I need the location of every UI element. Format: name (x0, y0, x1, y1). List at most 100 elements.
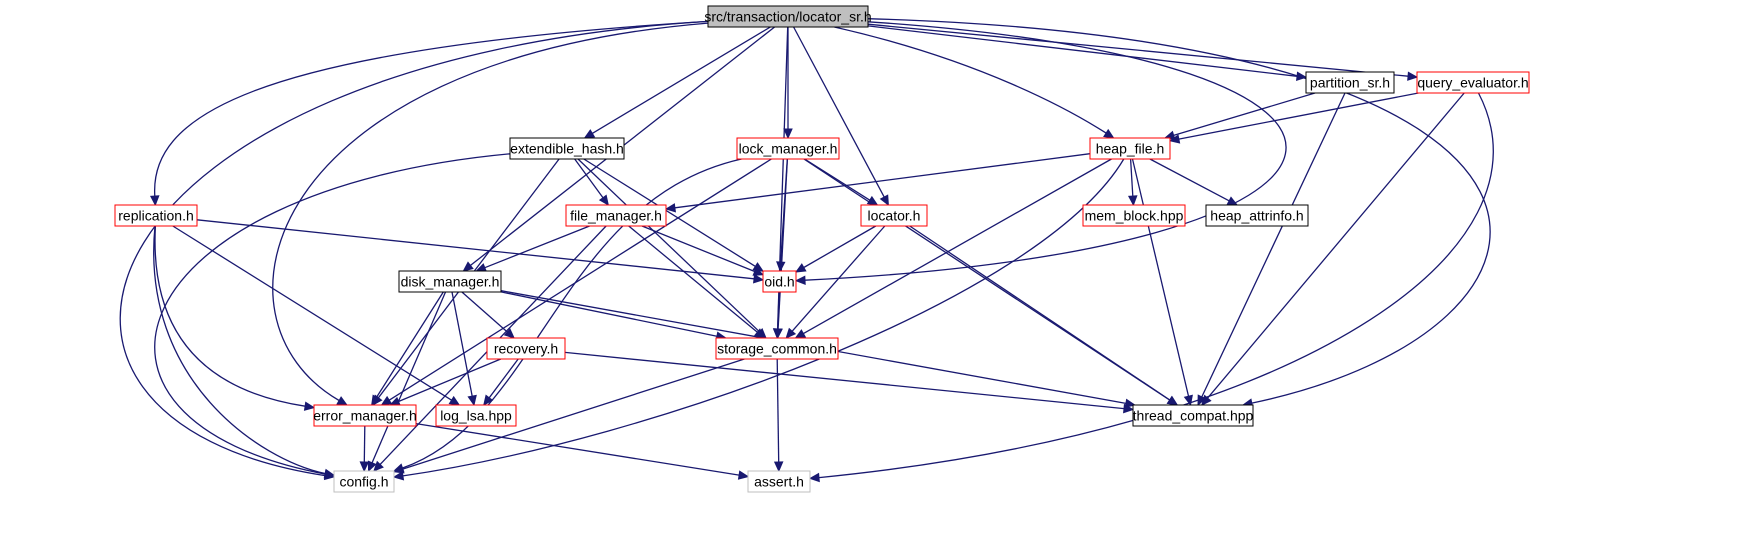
edge-replication-to-oid (196, 219, 765, 284)
node-box (435, 404, 517, 427)
edge-line (196, 219, 755, 280)
edge-oid-to-storage_common (772, 291, 783, 340)
edge-query_evaluator-to-thread_compat (1201, 92, 1465, 406)
node-heap-file[interactable]: heap_file.h (1089, 137, 1171, 160)
edge-line (388, 158, 772, 401)
node-oid[interactable]: oid.h (762, 270, 797, 293)
edge-line (628, 225, 758, 333)
edge-line (1178, 92, 1419, 140)
node-label: lock_manager.h (739, 141, 838, 157)
edge-locator_sr-to-lock_manager (783, 27, 793, 140)
edge-partition_sr-to-heap_file (1163, 92, 1316, 140)
edge-line (371, 291, 447, 463)
edge-recovery-to-thread_compat (564, 351, 1135, 414)
edge-arrowhead (462, 261, 474, 272)
node-assert[interactable]: assert.h (747, 470, 811, 493)
edge-arrowhead (664, 203, 676, 213)
node-recovery[interactable]: recovery.h (486, 337, 566, 360)
node-locator-sr[interactable]: src/transaction/locator_sr.h (704, 5, 872, 28)
edge-line (500, 291, 718, 337)
edge-line (834, 26, 1107, 134)
edge-line (1207, 92, 1465, 399)
edge-arrowhead (753, 273, 765, 284)
node-box (333, 470, 395, 493)
node-extendible-hash[interactable]: extendible_hash.h (509, 137, 625, 160)
edge-locator_sr-to-heap_file (834, 26, 1115, 139)
edge-line (154, 225, 306, 407)
node-lock-manager[interactable]: lock_manager.h (736, 137, 840, 160)
edge-arrowhead (773, 461, 784, 473)
edge-arrowhead (737, 470, 750, 480)
edge-line (577, 158, 760, 333)
edge-arrowhead (808, 472, 820, 483)
node-label: replication.h (118, 208, 194, 224)
node-label: config.h (339, 474, 388, 490)
edge-file_manager-to-disk_manager (475, 225, 590, 272)
edge-extendible_hash-to-storage_common (577, 158, 767, 339)
edge-arrowhead (794, 329, 807, 339)
node-storage-common[interactable]: storage_common.h (715, 337, 839, 360)
edge-line (867, 25, 1298, 77)
node-disk-manager[interactable]: disk_manager.h (398, 270, 502, 293)
edge-line (1149, 158, 1230, 202)
node-error-manager[interactable]: error_manager.h (313, 404, 417, 427)
edge-arrowhead (1103, 128, 1115, 139)
edge-arrowhead (752, 266, 765, 276)
edge-arrowhead (783, 128, 793, 140)
edge-arrowhead (583, 129, 596, 139)
edge-arrowhead (448, 395, 461, 406)
edge-layer (119, 18, 1494, 483)
edge-recovery-to-error_manager (389, 358, 502, 406)
edge-heap_file-to-heap_attrinfo (1149, 158, 1239, 206)
edge-line (641, 225, 755, 273)
edge-line (119, 20, 709, 477)
edge-line (1201, 92, 1346, 398)
node-file-manager[interactable]: file_manager.h (565, 204, 667, 227)
edge-error_manager-to-assert (415, 422, 750, 480)
edge-recovery-to-log_lsa (483, 358, 519, 406)
node-heap-attrinfo[interactable]: heap_attrinfo.h (1205, 204, 1309, 227)
node-partition-sr[interactable]: partition_sr.h (1305, 71, 1395, 94)
node-thread-compat[interactable]: thread_compat.hpp (1132, 404, 1254, 427)
edge-line (583, 158, 756, 267)
node-box (114, 204, 198, 227)
edge-line (402, 158, 742, 469)
edge-arrowhead (392, 464, 405, 474)
node-log-lsa[interactable]: log_lsa.hpp (435, 404, 517, 427)
node-box (736, 137, 840, 160)
edge-disk_manager-to-config (367, 291, 447, 473)
edge-line (818, 92, 1494, 479)
edge-line (153, 225, 326, 475)
node-locator[interactable]: locator.h (860, 204, 928, 227)
node-box (1305, 71, 1395, 94)
edge-arrowhead (1166, 395, 1179, 406)
node-replication[interactable]: replication.h (114, 204, 198, 227)
node-config[interactable]: config.h (333, 470, 395, 493)
node-box (565, 204, 667, 227)
node-label: thread_compat.hpp (1133, 408, 1254, 424)
edge-arrowhead (475, 263, 488, 272)
node-query-evaluator[interactable]: query_evaluator.h (1416, 71, 1530, 94)
edge-arrowhead (776, 261, 786, 273)
edge-line (415, 422, 740, 476)
edge-replication-to-error_manager (154, 225, 316, 411)
node-label: src/transaction/locator_sr.h (704, 9, 871, 25)
edge-line (591, 26, 771, 134)
edge-arrowhead (1407, 71, 1419, 81)
edge-extendible_hash-to-file_manager (574, 158, 610, 206)
edge-arrowhead (373, 460, 384, 472)
node-label: file_manager.h (570, 208, 662, 224)
edge-arrowhead (392, 471, 405, 481)
node-box (509, 137, 625, 160)
edge-line (777, 158, 789, 330)
node-box (1132, 404, 1254, 427)
edge-line (484, 225, 590, 269)
edge-storage_common-to-assert (773, 358, 784, 473)
node-mem-block[interactable]: mem_block.hpp (1082, 204, 1186, 227)
edge-heap_file-to-thread_compat (1131, 158, 1193, 407)
node-box (1416, 71, 1530, 94)
node-label: heap_file.h (1096, 141, 1165, 157)
edge-partition_sr-to-thread_compat (1197, 92, 1346, 407)
edge-line (488, 358, 519, 399)
node-box (1082, 204, 1186, 227)
